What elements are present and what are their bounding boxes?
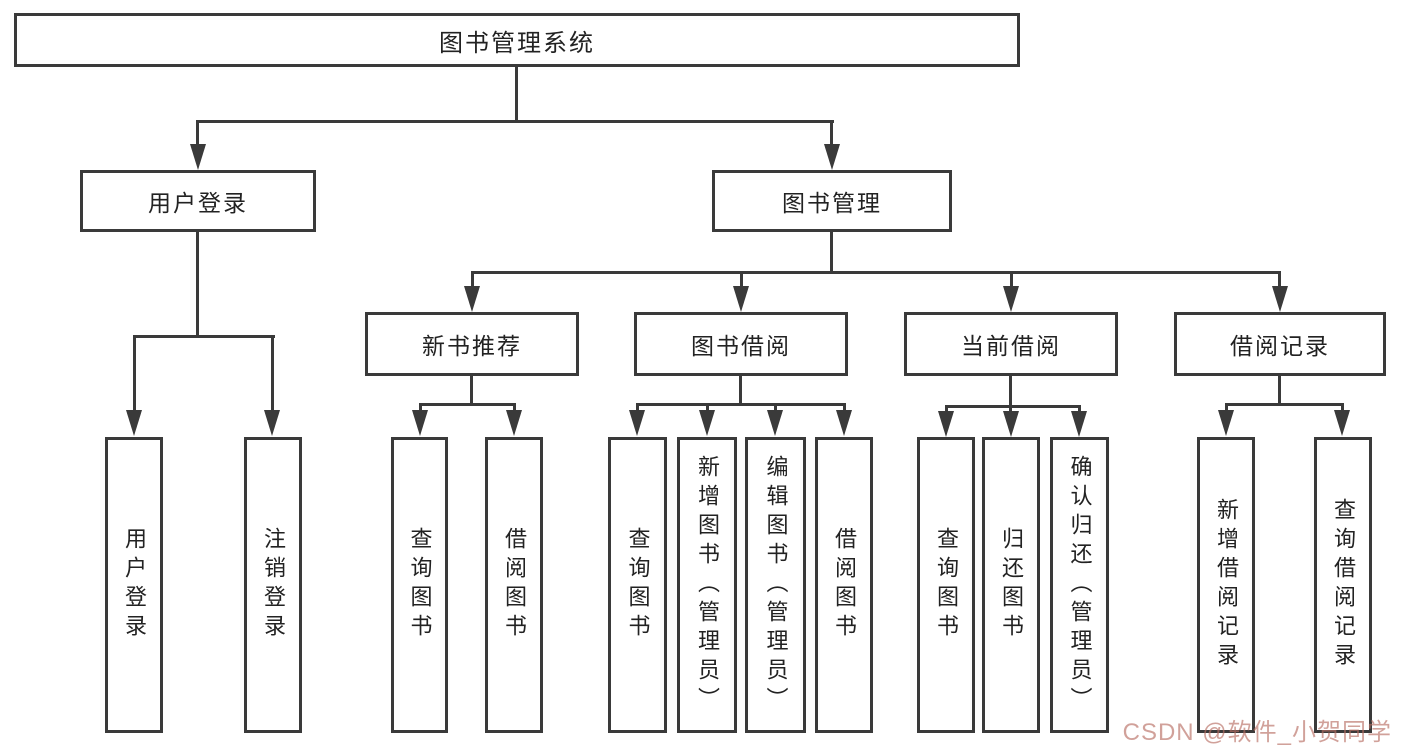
leaf-query-books-1: 查询图书 — [391, 437, 448, 733]
leaf-add-borrow-record-label: 新增借阅记录 — [1214, 498, 1239, 672]
arrow-down-icon — [699, 410, 715, 436]
leaf-query-books-1-label: 查询图书 — [407, 527, 433, 643]
edge-new-book-trunk — [470, 375, 473, 406]
leaf-user-login-label: 用户登录 — [122, 527, 147, 643]
arrow-down-icon — [1334, 410, 1350, 436]
edge-root-trunk — [515, 67, 518, 122]
node-user-login: 用户登录 — [80, 170, 316, 232]
arrow-down-icon — [836, 410, 852, 436]
leaf-return-book-label: 归还图书 — [999, 527, 1024, 643]
edge-current-borrow-bar — [945, 405, 1081, 408]
leaf-borrow-books-2: 借阅图书 — [815, 437, 873, 733]
leaf-return-book: 归还图书 — [982, 437, 1040, 733]
node-borrow-records-label: 借阅记录 — [1230, 333, 1330, 359]
edge-drop-book-management — [830, 120, 833, 150]
edge-drop-leaf-user-login — [133, 335, 136, 417]
edge-drop-leaf-logout — [271, 335, 274, 417]
edge-user-login-bar — [133, 335, 275, 338]
arrow-down-icon — [126, 410, 142, 436]
leaf-add-borrow-record: 新增借阅记录 — [1197, 437, 1255, 733]
leaf-confirm-return-admin-label: 确认归还（管理员） — [1067, 454, 1093, 716]
node-current-borrow: 当前借阅 — [904, 312, 1118, 376]
edge-drop-current-borrow — [1010, 271, 1013, 293]
edge-drop-borrow-records — [1278, 271, 1281, 293]
arrow-down-icon — [264, 410, 280, 436]
leaf-logout-label: 注销登录 — [261, 527, 286, 643]
node-user-login-label: 用户登录 — [148, 190, 248, 216]
arrow-down-icon — [190, 144, 206, 170]
leaf-query-borrow-record: 查询借阅记录 — [1314, 437, 1372, 733]
edge-borrow-records-trunk — [1278, 375, 1281, 406]
node-root-label: 图书管理系统 — [439, 29, 595, 57]
edge-book-borrow-bar — [636, 403, 845, 406]
leaf-query-books-3: 查询图书 — [917, 437, 975, 733]
arrow-down-icon — [1003, 286, 1019, 312]
edge-root-bar — [197, 120, 834, 123]
arrow-down-icon — [938, 411, 954, 437]
leaf-query-books-2: 查询图书 — [608, 437, 667, 733]
arrow-down-icon — [767, 410, 783, 436]
edge-book-management-bar — [471, 271, 1281, 274]
arrow-down-icon — [464, 286, 480, 312]
leaf-edit-book-admin-label: 编辑图书（管理员） — [763, 454, 789, 716]
edge-drop-new-book — [471, 271, 474, 293]
arrow-down-icon — [629, 410, 645, 436]
node-book-borrow-label: 图书借阅 — [691, 333, 791, 359]
arrow-down-icon — [733, 286, 749, 312]
leaf-add-book-admin: 新增图书（管理员） — [677, 437, 737, 733]
node-new-book-recommend: 新书推荐 — [365, 312, 579, 376]
node-root: 图书管理系统 — [14, 13, 1020, 67]
arrow-down-icon — [1071, 411, 1087, 437]
arrow-down-icon — [1003, 411, 1019, 437]
csdn-watermark: CSDN @软件_小贺同学 — [1122, 719, 1392, 746]
leaf-add-book-admin-label: 新增图书（管理员） — [695, 454, 720, 716]
arrow-down-icon — [412, 410, 428, 436]
arrow-down-icon — [1272, 286, 1288, 312]
edge-book-management-trunk — [830, 232, 833, 273]
node-current-borrow-label: 当前借阅 — [961, 333, 1061, 359]
node-borrow-records: 借阅记录 — [1174, 312, 1386, 376]
edge-book-borrow-trunk — [739, 375, 742, 406]
leaf-user-login: 用户登录 — [105, 437, 163, 733]
node-book-borrow: 图书借阅 — [634, 312, 848, 376]
leaf-borrow-books-1: 借阅图书 — [485, 437, 543, 733]
leaf-edit-book-admin: 编辑图书（管理员） — [745, 437, 806, 733]
edge-borrow-records-bar — [1225, 403, 1344, 406]
edge-drop-book-borrow — [740, 271, 743, 293]
leaf-borrow-books-2-label: 借阅图书 — [832, 527, 857, 643]
edge-drop-user-login — [196, 120, 199, 150]
leaf-borrow-books-1-label: 借阅图书 — [502, 527, 527, 643]
node-new-book-recommend-label: 新书推荐 — [422, 333, 522, 359]
leaf-query-books-3-label: 查询图书 — [934, 527, 959, 643]
node-book-management-label: 图书管理 — [782, 190, 882, 216]
edge-user-login-trunk — [196, 232, 199, 338]
arrow-down-icon — [824, 144, 840, 170]
edge-new-book-bar — [419, 403, 516, 406]
leaf-confirm-return-admin: 确认归还（管理员） — [1050, 437, 1109, 733]
node-book-management: 图书管理 — [712, 170, 952, 232]
edge-current-borrow-trunk — [1009, 375, 1012, 408]
arrow-down-icon — [506, 410, 522, 436]
leaf-query-borrow-record-label: 查询借阅记录 — [1331, 498, 1356, 672]
leaf-query-books-2-label: 查询图书 — [625, 527, 651, 643]
leaf-logout: 注销登录 — [244, 437, 302, 733]
arrow-down-icon — [1218, 410, 1234, 436]
